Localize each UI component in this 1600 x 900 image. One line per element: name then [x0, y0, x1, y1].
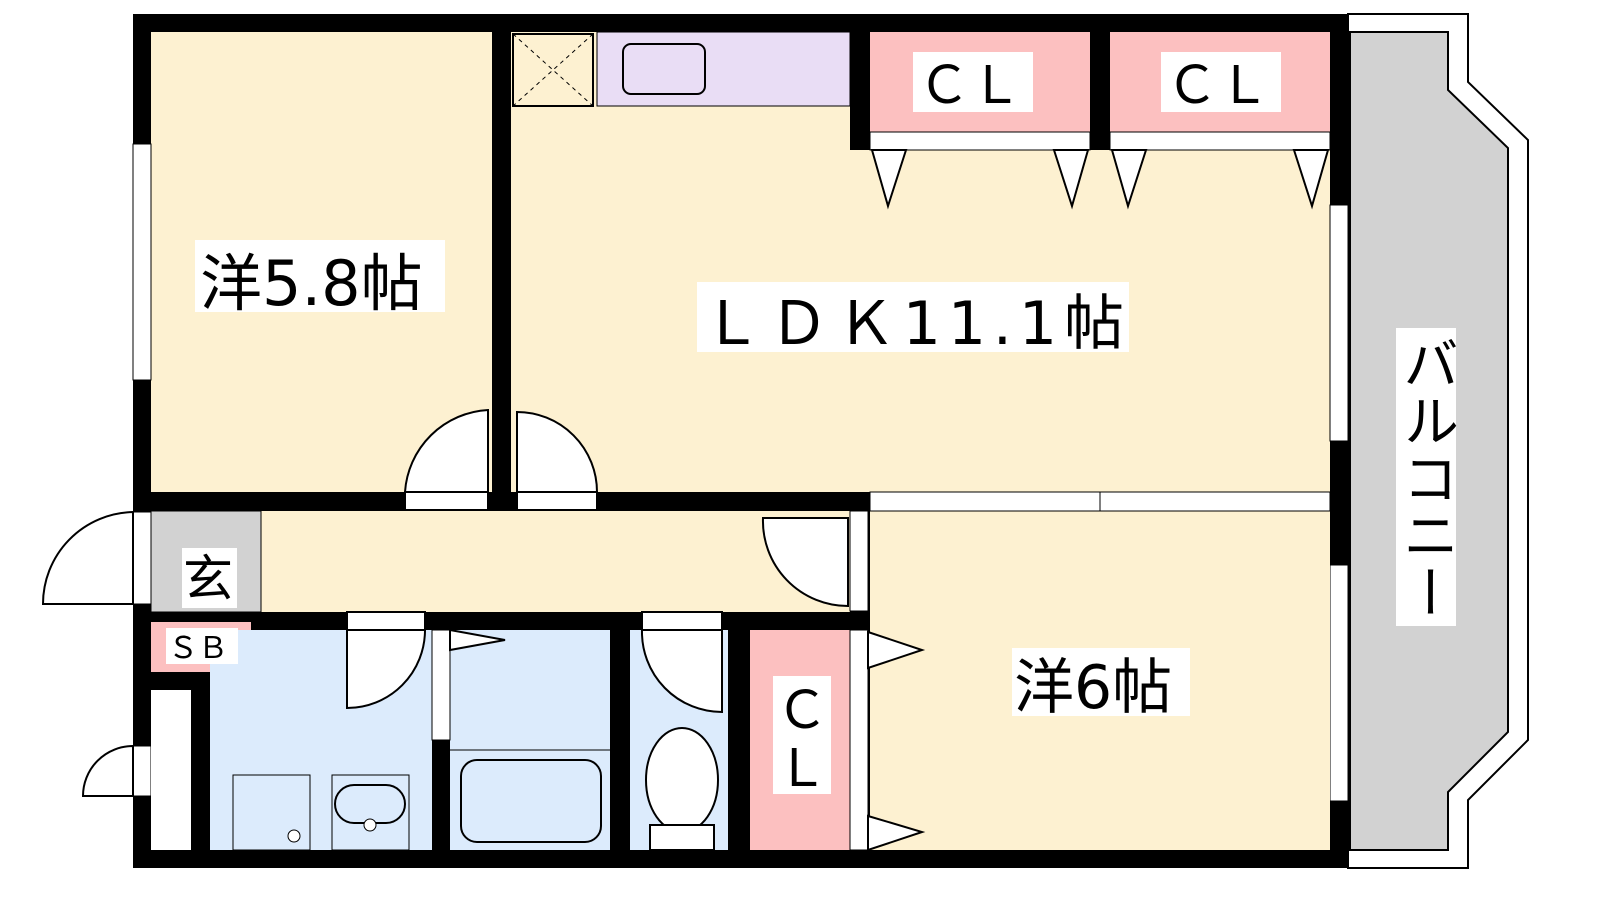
bathtub	[460, 759, 602, 843]
label-closet-top-right: ＣＬ	[1166, 56, 1270, 116]
wall-cl-divider	[1090, 14, 1110, 150]
label-balcony: バルコニー	[1394, 335, 1459, 620]
window-western6	[1329, 564, 1349, 802]
label-shoe-box: ＳＢ	[168, 631, 228, 666]
label-western-5-8: 洋5.8帖	[200, 247, 423, 320]
label-western-6: 洋6帖	[1014, 653, 1172, 723]
window-ldk	[1329, 204, 1349, 442]
bathroom	[450, 630, 610, 850]
hallway	[151, 511, 850, 612]
washing-machine	[232, 774, 311, 851]
label-closet-top-left: ＣＬ	[918, 56, 1022, 116]
hall-door-frame	[849, 510, 869, 612]
window-west	[132, 143, 152, 381]
window-wc	[132, 745, 152, 797]
label-ldk: ＬＤＫ11.1帖	[702, 289, 1124, 359]
wall-kitchen-cl	[850, 14, 870, 150]
toilet	[645, 727, 719, 833]
label-entrance: 玄	[183, 550, 233, 608]
window-hall	[132, 511, 152, 605]
kitchen-sink	[622, 43, 706, 95]
label-closet-bottom-l: Ｌ	[776, 739, 828, 799]
label-closet-bottom-c: Ｃ	[776, 681, 828, 741]
doors	[41, 408, 849, 797]
wash-basin	[331, 774, 410, 851]
